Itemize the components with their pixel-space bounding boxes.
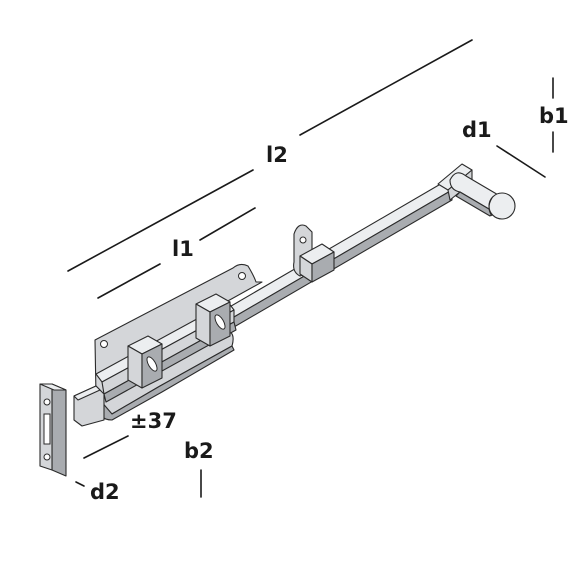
bolt-staple-left [127, 335, 163, 389]
label-l1: l1 [172, 237, 194, 261]
bolt-staple-right [195, 293, 231, 347]
dimension-line-offset [83, 435, 129, 459]
strike-plate [39, 383, 67, 477]
bolt-handle [437, 163, 516, 220]
label-b1: b1 [539, 104, 569, 128]
rod-guide-bracket [293, 224, 335, 283]
label-d1: d1 [462, 118, 492, 142]
dimension-line-l2-right [299, 39, 473, 136]
label-l2: l2 [266, 143, 288, 167]
label-offset: ±37 [130, 409, 177, 433]
dimension-line-l1-right [199, 207, 256, 241]
dimension-line-l1-left [97, 263, 161, 299]
dimension-lines [67, 39, 554, 498]
dimension-line-d1 [496, 145, 546, 178]
dimension-line-l2-left [67, 169, 254, 272]
dimension-line-d2 [75, 481, 85, 487]
label-d2: d2 [90, 480, 120, 504]
label-b2: b2 [184, 439, 214, 463]
